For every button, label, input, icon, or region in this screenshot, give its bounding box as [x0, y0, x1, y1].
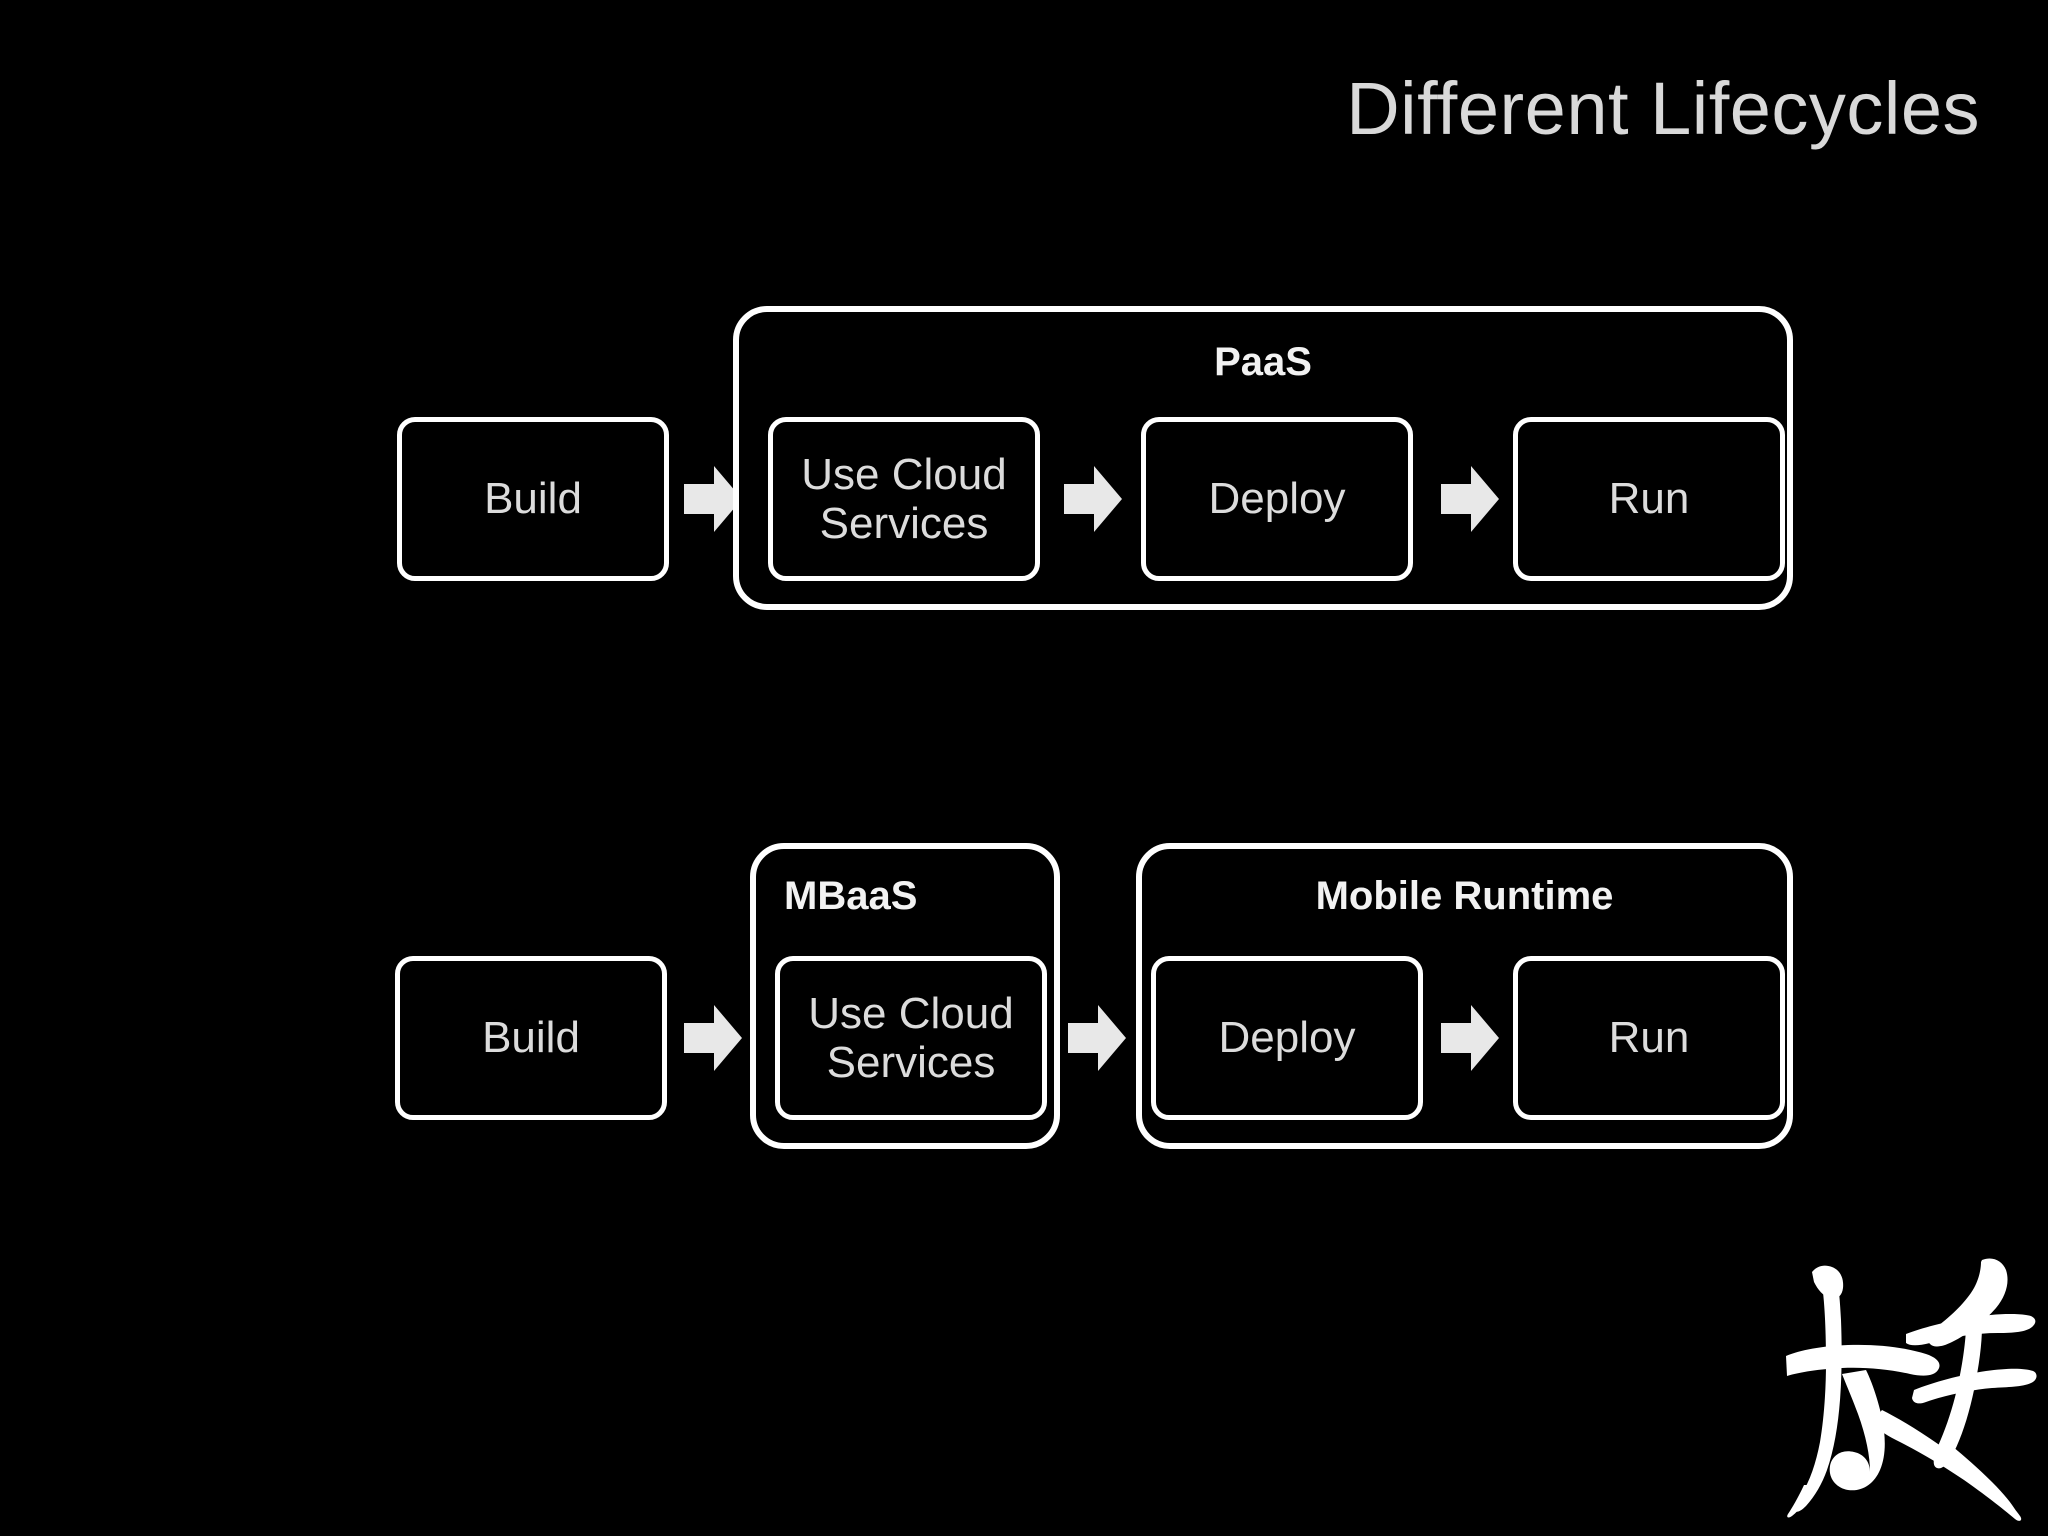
right-block-arrow-icon	[684, 1005, 742, 1071]
node-use-cloud-services-row2[interactable]: Use Cloud Services	[775, 956, 1047, 1120]
calligraphy-brush-logo-icon	[1786, 1250, 2038, 1530]
node-build-row1[interactable]: Build	[397, 417, 669, 581]
right-block-arrow-icon	[1064, 466, 1122, 532]
node-run-row2[interactable]: Run	[1513, 956, 1785, 1120]
group-title-paas: PaaS	[1214, 340, 1312, 384]
node-label: Use Cloud Services	[808, 988, 1014, 1087]
node-label: Run	[1608, 474, 1690, 524]
group-title-mobile-runtime: Mobile Runtime	[1315, 874, 1614, 918]
node-label: Run	[1608, 1013, 1690, 1063]
right-block-arrow-icon	[684, 466, 742, 532]
node-deploy-row2[interactable]: Deploy	[1151, 956, 1423, 1120]
page-title: Different Lifecycles	[1346, 67, 1980, 150]
group-title-mbaas: MBaaS	[784, 874, 918, 918]
node-build-row2[interactable]: Build	[395, 956, 667, 1120]
node-deploy-row1[interactable]: Deploy	[1141, 417, 1413, 581]
node-label: Deploy	[1218, 1013, 1356, 1063]
node-label: Build	[482, 1013, 580, 1063]
node-use-cloud-services-row1[interactable]: Use Cloud Services	[768, 417, 1040, 581]
right-block-arrow-icon	[1441, 466, 1499, 532]
node-run-row1[interactable]: Run	[1513, 417, 1785, 581]
right-block-arrow-icon	[1441, 1005, 1499, 1071]
right-block-arrow-icon	[1068, 1005, 1126, 1071]
node-label: Use Cloud Services	[801, 449, 1007, 548]
node-label: Deploy	[1208, 474, 1346, 524]
node-label: Build	[484, 474, 582, 524]
